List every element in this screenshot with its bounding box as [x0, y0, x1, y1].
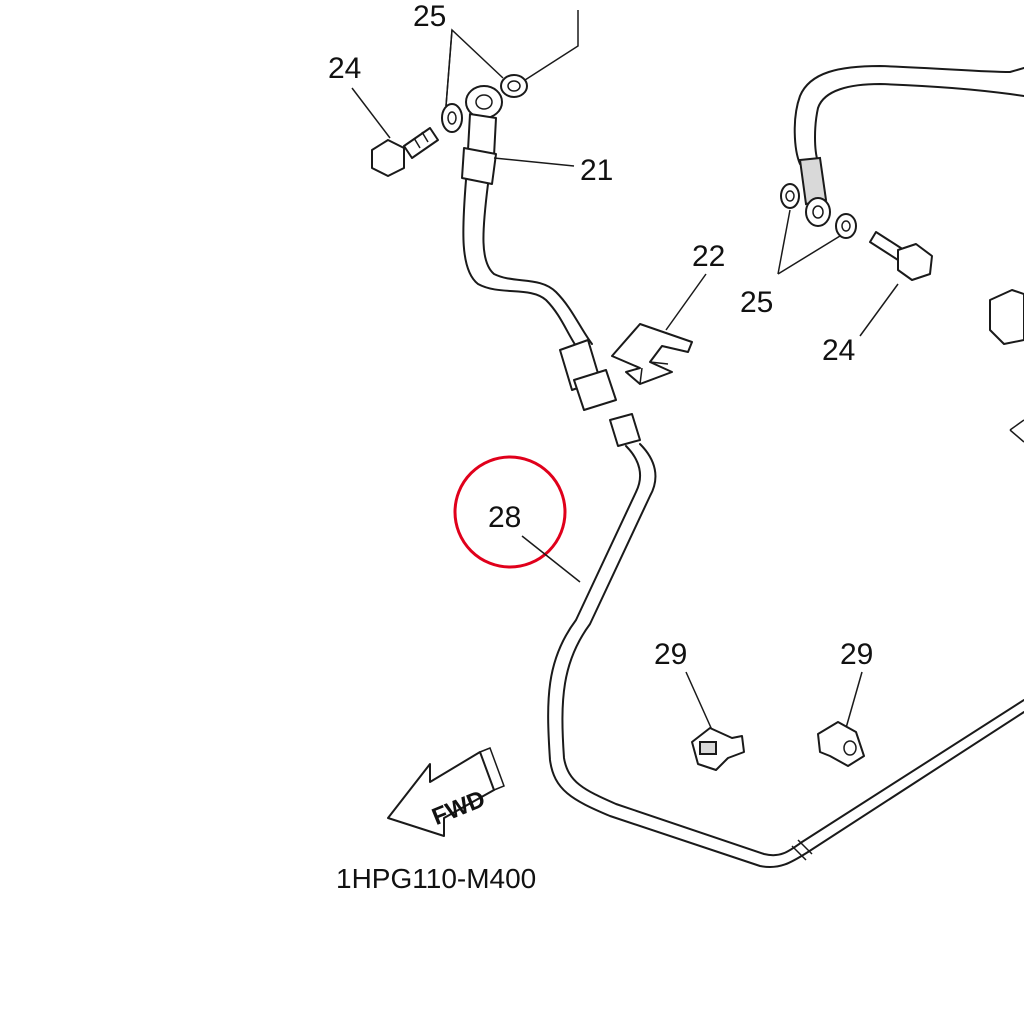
label-29-left: 29: [654, 638, 687, 671]
bolt-24-top: [371, 127, 439, 177]
top-leader: [524, 10, 579, 81]
banjo-fitting-right: [805, 197, 831, 227]
right-edge-part: [989, 289, 1024, 443]
leader-24-top: [351, 87, 391, 139]
hose-joint: [559, 339, 641, 447]
highlight-circle-28: [453, 455, 567, 569]
leader-25-right: [777, 209, 841, 275]
label-28: 28: [488, 501, 521, 534]
brake-hose-right: [793, 65, 1024, 206]
leader-21: [493, 157, 575, 167]
diagram-code: 1HPG110-M400: [336, 863, 536, 894]
brake-pipe-28: [547, 443, 1024, 868]
leader-28: [521, 535, 581, 583]
washer-25-top-right: [500, 74, 528, 98]
washer-25-right-left: [780, 183, 800, 209]
leader-24-right: [859, 283, 899, 337]
label-25-top: 25: [413, 0, 446, 33]
bolt-24-right: [869, 231, 933, 281]
washer-25-right-right: [835, 213, 857, 239]
brake-hose-21: [462, 179, 593, 353]
fwd-arrow-icon: FWD: [387, 747, 505, 837]
label-25-right: 25: [740, 286, 773, 319]
clamp-29-right: [817, 721, 865, 767]
leader-25-top: [445, 28, 504, 107]
banjo-fitting-21: [461, 85, 503, 185]
leader-22: [665, 273, 707, 331]
leader-29-right: [845, 671, 863, 729]
label-24-top: 24: [328, 52, 361, 85]
clamp-29-left: [691, 727, 745, 771]
label-24-right: 24: [822, 334, 855, 367]
clip-22: [611, 323, 693, 385]
label-21: 21: [580, 154, 613, 187]
label-29-right: 29: [840, 638, 873, 671]
label-22: 22: [692, 240, 725, 273]
washer-25-top-left: [441, 103, 463, 133]
leader-29-left: [685, 671, 713, 731]
